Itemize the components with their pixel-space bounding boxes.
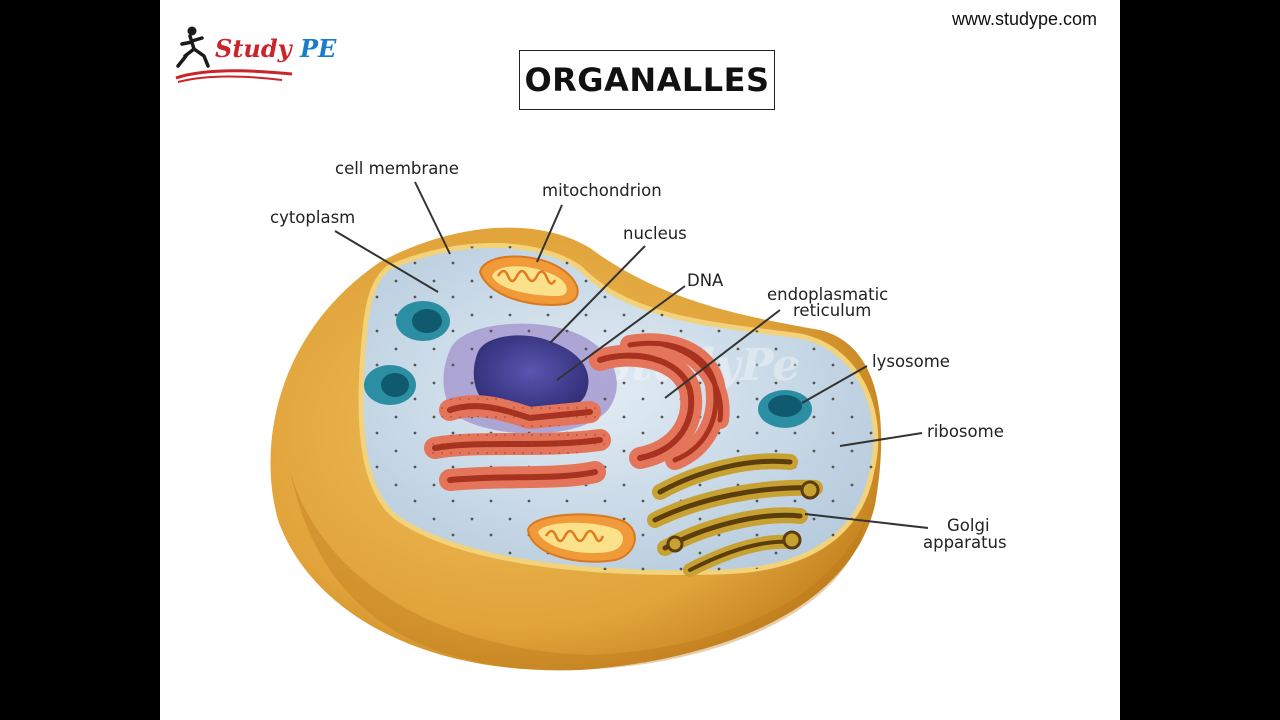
leader-ribosome [839,432,923,447]
logo-wordmark: Study PE [215,34,336,63]
dna-core [473,335,589,416]
label-mitochondrion: mitochondrion [542,181,662,200]
page-title: ORGANALLES [524,61,770,99]
label-ribosome: ribosome [927,422,1004,441]
leader-dna [556,285,686,381]
label-lysosome: lysosome [872,352,950,371]
mitochondrion-bottom [526,513,636,563]
leader-lines [334,181,929,529]
logo-word-study: Study [215,34,292,63]
title-box: ORGANALLES [519,50,775,110]
label-cytoplasm: cytoplasm [270,208,355,227]
leader-golgi-apparatus [804,513,929,529]
label-dna: DNA [687,271,724,290]
endoplasmic-reticulum [424,333,730,491]
leader-endoplasmatic-reticulum [664,309,781,399]
golgi-apparatus [647,453,823,577]
label-nucleus: nucleus [623,224,687,243]
leader-cytoplasm [334,230,439,293]
runner-icon [175,26,293,83]
leader-cell-membrane [414,181,451,255]
lysosome-left-top [396,301,450,341]
leader-lysosome [801,365,868,404]
study-pe-logo: Study PE [172,22,336,84]
slide: Study PE www.studype.com ORGANALLES [160,0,1120,720]
logo-word-pe: PE [299,34,337,63]
leader-nucleus [549,245,646,344]
leader-mitochondrion [536,204,563,263]
lysosome-left-bottom [364,365,416,405]
label-cell-membrane: cell membrane [335,159,459,178]
site-url: www.studype.com [951,9,1097,29]
mitochondrion-top [478,255,579,306]
label-er-line1: endoplasmatic [767,285,888,304]
label-golgi-line1: Golgi [947,516,990,535]
cell-diagram: StudyPe [270,159,1007,671]
lysosome-right [758,390,812,428]
label-er-line2: reticulum [793,301,871,320]
label-golgi-line2: apparatus [923,533,1007,552]
